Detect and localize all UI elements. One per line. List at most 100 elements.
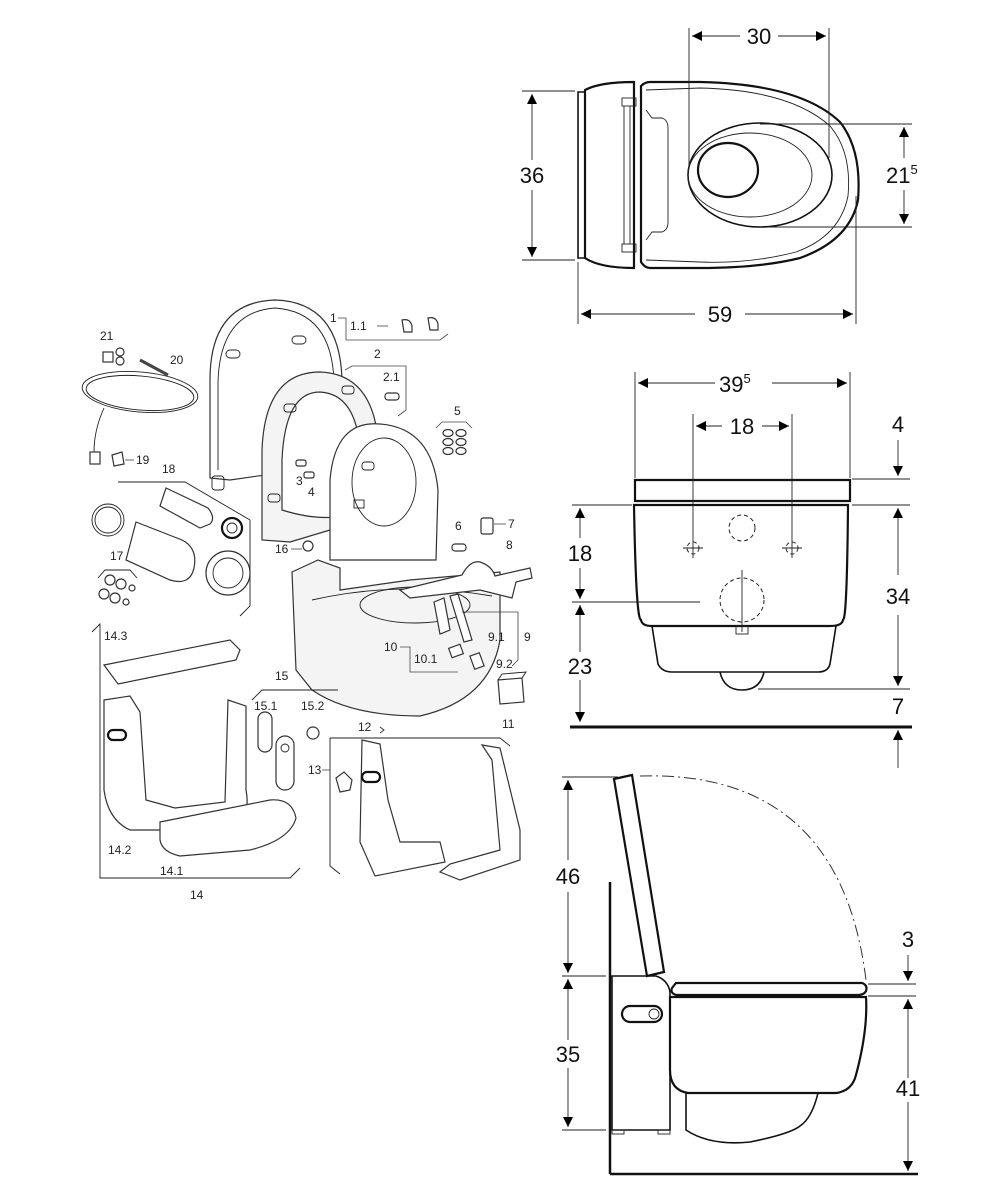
part-6-pin <box>451 543 467 552</box>
part-1-1-hinge-left <box>401 319 413 333</box>
exploded-view <box>81 299 533 881</box>
label-20: 20 <box>170 353 184 367</box>
part-17-washers <box>97 569 138 606</box>
dim-side-41: 41 <box>896 1076 920 1101</box>
label-9-2: 9.2 <box>496 657 513 671</box>
dim-top-21-5: 215 <box>886 162 918 188</box>
label-15: 15 <box>275 669 289 683</box>
label-2: 2 <box>374 347 381 361</box>
part-3-pin <box>295 459 307 467</box>
part-18-collar <box>205 550 251 596</box>
water-inlet-hole <box>728 514 756 542</box>
bowl-drain <box>696 141 760 199</box>
label-15-2: 15.2 <box>301 699 325 713</box>
part-main-unit <box>291 559 501 717</box>
part-4-pin <box>303 471 315 479</box>
side-bowl <box>668 995 868 1095</box>
part-18-ring <box>91 503 125 537</box>
dim-side-35: 35 <box>556 1042 580 1067</box>
label-10-1: 10.1 <box>414 652 438 666</box>
front-bowl-body <box>632 503 850 628</box>
part-1-1-hinge-right <box>427 317 439 331</box>
lid-swing-arc <box>639 775 867 981</box>
part-15-2-cap <box>306 726 320 740</box>
label-13: 13 <box>308 763 322 777</box>
top-seat-hinge-block <box>583 80 636 270</box>
part-13-panel-right <box>438 744 521 881</box>
dim-front-34: 34 <box>886 584 910 609</box>
part-18-seal <box>220 516 244 540</box>
part-20-hose <box>81 370 199 414</box>
side-view: 46 35 3 41 <box>556 773 920 1176</box>
dim-front-23: 23 <box>568 654 592 679</box>
top-view: 30 36 215 59 <box>520 24 918 327</box>
side-lid-raised <box>612 773 666 978</box>
part-18-small-pipe <box>159 487 214 529</box>
label-14-1: 14.1 <box>160 864 184 878</box>
dim-front-4: 4 <box>892 412 904 437</box>
label-11: 11 <box>502 717 515 731</box>
dim-front-7: 7 <box>892 694 904 719</box>
part-14-1-bottom-tray <box>159 799 297 857</box>
label-16: 16 <box>275 542 289 556</box>
label-14-2: 14.2 <box>108 843 132 857</box>
label-4: 4 <box>308 485 315 499</box>
hinge-bottom <box>621 243 637 253</box>
dim-top-36: 36 <box>520 163 544 188</box>
part-10-nozzle <box>433 597 451 635</box>
dim-top-59: 59 <box>708 302 732 327</box>
label-19: 19 <box>136 453 150 467</box>
part-13-clip <box>335 771 353 793</box>
front-seat <box>633 478 852 503</box>
part-13-panel-left <box>359 739 446 877</box>
label-21: 21 <box>100 329 114 343</box>
part-ceramic-seat <box>329 423 439 561</box>
part-12-screw <box>379 726 385 734</box>
part-2-1-pin <box>384 392 400 401</box>
front-lower-shroud <box>651 625 837 673</box>
part-11-filter <box>497 677 525 705</box>
side-housing <box>611 975 671 1131</box>
label-15-1: 15.1 <box>254 699 278 713</box>
part-15-1-frame <box>257 711 273 753</box>
hinge-top <box>621 97 637 107</box>
front-view: 395 18 4 18 23 34 7 <box>568 371 912 768</box>
dim-side-3: 3 <box>902 927 914 952</box>
label-1-1: 1.1 <box>350 319 367 333</box>
label-6: 6 <box>455 519 462 533</box>
part-21-valve <box>102 351 114 363</box>
dim-top-30: 30 <box>747 24 771 49</box>
label-5: 5 <box>454 404 461 418</box>
part-9-nozzle <box>449 593 473 643</box>
dim-front-39-5: 395 <box>719 371 751 397</box>
label-18: 18 <box>162 462 176 476</box>
side-control-panel <box>620 1004 664 1024</box>
part-16-cap <box>302 540 314 552</box>
label-9-1: 9.1 <box>488 630 505 644</box>
exploded-labels: 1 1.1 2 2.1 3 4 5 6 7 8 9 9.1 9.2 10 10.… <box>100 311 531 902</box>
part-8-deflector <box>398 561 533 599</box>
label-17: 17 <box>110 549 124 563</box>
part-15-remote <box>275 735 295 791</box>
label-9: 9 <box>524 630 531 644</box>
label-14-3: 14.3 <box>104 629 128 643</box>
label-14: 14 <box>190 888 204 902</box>
drain-hole <box>719 577 765 623</box>
part-19-connector <box>111 451 125 467</box>
label-12: 12 <box>358 720 372 734</box>
label-1: 1 <box>330 311 337 325</box>
dim-side-46: 46 <box>556 864 580 889</box>
part-5-seals <box>442 428 467 456</box>
part-14-3-cover <box>102 639 241 685</box>
part-20-hose-fitting <box>89 451 101 465</box>
label-2-1: 2.1 <box>383 370 400 384</box>
label-3: 3 <box>296 474 303 488</box>
dim-front-18-height: 18 <box>568 541 592 566</box>
dim-front-18-spacing: 18 <box>730 414 754 439</box>
label-7: 7 <box>508 517 515 531</box>
part-7-valve <box>480 517 494 535</box>
part-18-pipe <box>125 521 196 583</box>
side-seat <box>670 981 868 997</box>
label-8: 8 <box>506 538 513 552</box>
